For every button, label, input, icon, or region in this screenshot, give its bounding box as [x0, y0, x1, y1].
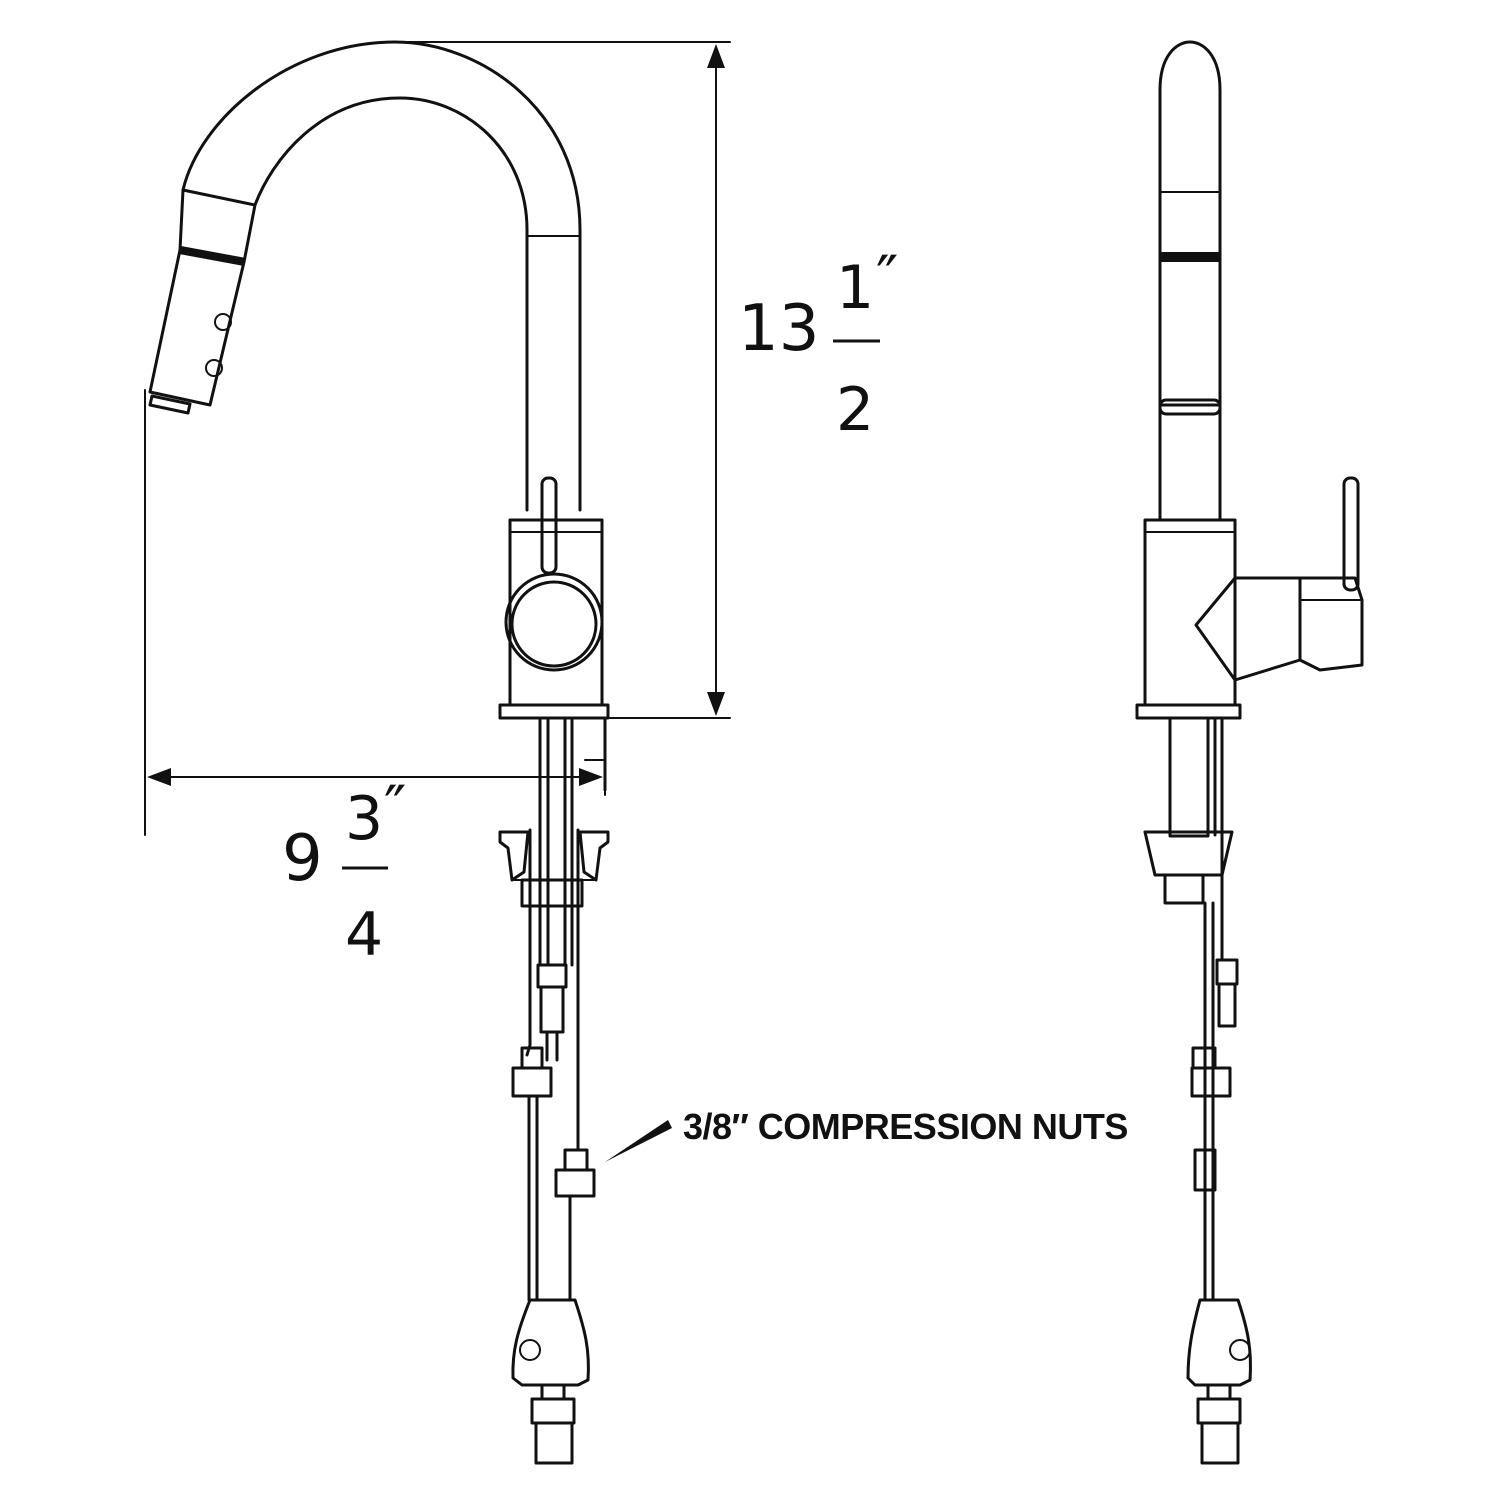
spray-button-bottom-icon	[205, 359, 223, 377]
side-base-plate	[1135, 703, 1242, 720]
quick-connect-stem	[540, 1383, 566, 1401]
front-base-plate	[498, 703, 610, 720]
right-nut-collar	[563, 1148, 589, 1172]
side-weight-screw-icon	[1229, 1339, 1251, 1361]
spray-head-band	[179, 246, 246, 266]
side-spray-band	[1160, 252, 1220, 262]
side-upper-connector	[1215, 958, 1239, 986]
front-mount-bracket-left	[498, 830, 530, 882]
width-numerator: 3	[345, 784, 384, 854]
width-inch-mark: ″	[384, 773, 407, 843]
spout-outer-curve	[181, 40, 582, 512]
side-spout	[1158, 40, 1222, 522]
hose-weight	[511, 1298, 590, 1387]
side-mount-nut	[1163, 873, 1205, 905]
side-shank	[1168, 716, 1210, 838]
side-quick-connect-upper	[1196, 1397, 1242, 1425]
width-whole-number: 9	[282, 822, 323, 896]
side-spray-head	[1158, 260, 1222, 407]
side-upper-connector-body	[1217, 982, 1237, 1028]
side-view-faucet	[1135, 40, 1364, 1465]
height-whole-number: 13	[738, 292, 820, 366]
handle-cartridge-inner	[510, 580, 598, 668]
left-nut-collar	[520, 1046, 544, 1070]
side-lower-fitting	[1193, 1148, 1217, 1192]
spray-button-top-icon	[214, 313, 232, 331]
front-view-faucet	[148, 40, 610, 1465]
side-mount-bracket	[1143, 830, 1234, 877]
height-numerator: 1	[836, 253, 875, 323]
spray-nozzle	[148, 394, 192, 415]
height-arrow-bottom-icon	[707, 692, 725, 716]
right-compression-nut	[554, 1168, 596, 1198]
side-quick-connect-stem	[1206, 1383, 1232, 1401]
spout-inner-curve	[253, 96, 529, 512]
width-arrow-left-icon	[147, 768, 171, 786]
side-spray-nozzle	[1158, 398, 1222, 416]
side-hose-weight	[1186, 1298, 1252, 1387]
callout-leader	[605, 1120, 672, 1162]
quick-connect-upper	[530, 1397, 576, 1425]
front-handle-lever	[540, 476, 558, 575]
left-compression-nut	[511, 1066, 553, 1098]
left-supply-tube	[525, 828, 532, 1057]
height-arrow-top-icon	[707, 44, 725, 68]
height-denominator: 2	[836, 375, 875, 445]
handle-cartridge-outer	[504, 572, 604, 672]
side-body	[1143, 518, 1237, 707]
side-handle-hub	[1298, 576, 1364, 672]
hose-connector-body	[539, 985, 565, 1034]
side-handle-lever	[1342, 476, 1360, 592]
front-mount-bracket-right	[578, 830, 610, 882]
width-arrow-right-icon	[579, 768, 603, 786]
weight-screw-icon	[519, 1339, 541, 1361]
callout-leader-arrow-icon	[605, 1120, 672, 1162]
width-dimension	[144, 389, 606, 836]
front-mount-nut	[520, 878, 584, 908]
side-compression-nut	[1190, 1066, 1232, 1098]
height-inch-mark: ″	[876, 243, 899, 313]
width-denominator: 4	[345, 900, 384, 970]
side-quick-connect-lower	[1200, 1421, 1240, 1465]
quick-connect-lower	[534, 1421, 574, 1465]
compression-nuts-callout: 3/8″ COMPRESSION NUTS	[683, 1106, 1128, 1147]
side-cartridge-housing	[1194, 576, 1302, 682]
height-dimension	[394, 41, 731, 719]
hose-connector-top	[536, 963, 568, 989]
